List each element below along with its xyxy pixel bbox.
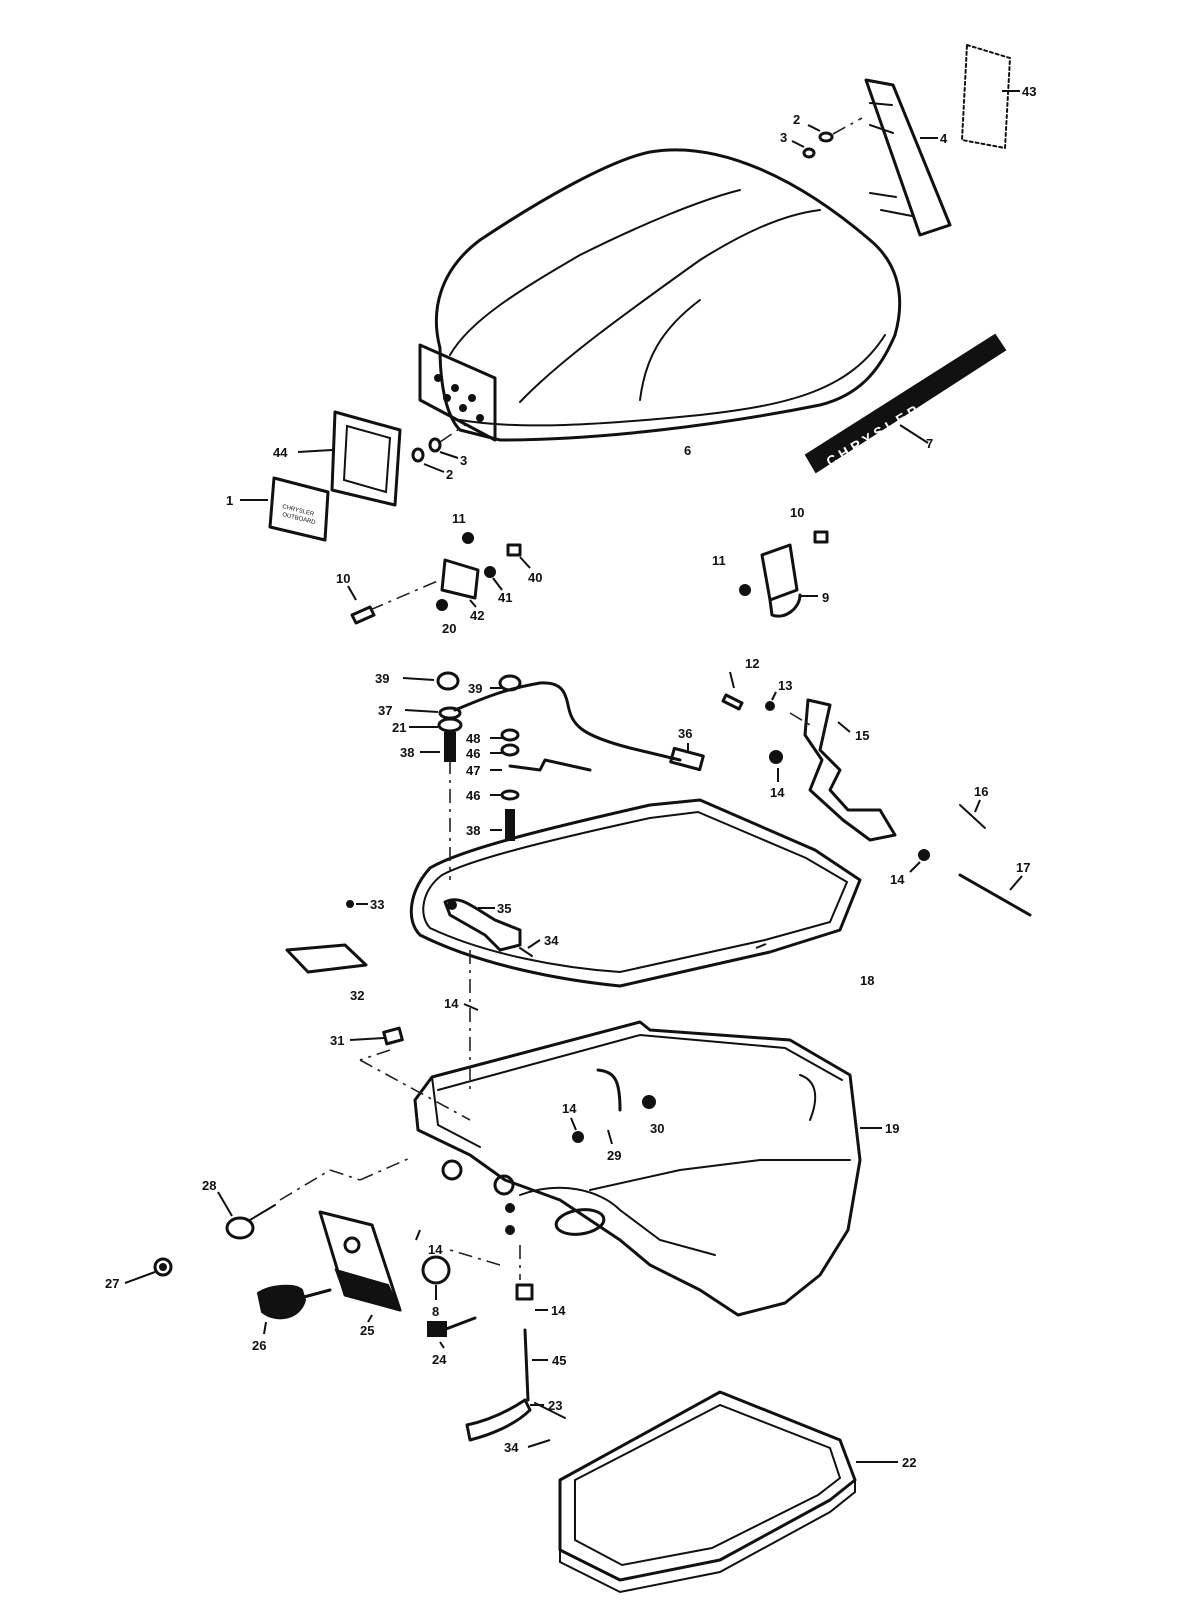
callout-3-top: 3 bbox=[780, 130, 787, 145]
washers-2-3-top bbox=[802, 117, 863, 159]
callout-46-upper: 46 bbox=[466, 746, 480, 761]
part-7-chrysler-decal: CHRYSLER bbox=[804, 333, 1007, 474]
callout-14-rod: 14 bbox=[551, 1303, 566, 1318]
part-43-plate bbox=[960, 43, 1012, 150]
callout-39-left: 39 bbox=[375, 671, 389, 686]
callout-16: 16 bbox=[974, 784, 988, 799]
callout-2-top: 2 bbox=[793, 112, 800, 127]
callout-27: 27 bbox=[105, 1276, 119, 1291]
part-26-knob bbox=[256, 1284, 332, 1320]
callout-25: 25 bbox=[360, 1323, 374, 1338]
callout-21: 21 bbox=[392, 720, 406, 735]
part-4-mounting-plate bbox=[864, 78, 952, 237]
callout-4: 4 bbox=[940, 131, 948, 146]
part-27-washer bbox=[153, 1257, 173, 1277]
callout-1: 1 bbox=[226, 493, 233, 508]
callout-42: 42 bbox=[470, 608, 484, 623]
callout-layer: 43 2 3 4 6 7 44 3 2 1 11 40 41 10 42 20 … bbox=[105, 84, 1036, 1470]
callout-34-lower: 34 bbox=[504, 1440, 519, 1455]
part-24-switch bbox=[427, 1316, 477, 1337]
callout-39-right: 39 bbox=[468, 681, 482, 696]
callout-36: 36 bbox=[678, 726, 692, 741]
callout-14-gasket: 14 bbox=[444, 996, 459, 1011]
callout-23: 23 bbox=[548, 1398, 562, 1413]
washers-2-3-front bbox=[411, 424, 466, 463]
part-25-plate bbox=[318, 1210, 402, 1312]
callout-47: 47 bbox=[466, 763, 480, 778]
callout-33: 33 bbox=[370, 897, 384, 912]
callout-48: 48 bbox=[466, 731, 480, 746]
callout-29: 29 bbox=[607, 1148, 621, 1163]
callout-15: 15 bbox=[855, 728, 869, 743]
callout-38-upper: 38 bbox=[400, 745, 414, 760]
callout-32: 32 bbox=[350, 988, 364, 1003]
callout-8: 8 bbox=[432, 1304, 439, 1319]
callout-12: 12 bbox=[745, 656, 759, 671]
callout-11-left: 11 bbox=[452, 511, 466, 526]
callout-31: 31 bbox=[330, 1033, 344, 1048]
callout-14-knob: 14 bbox=[428, 1242, 443, 1257]
callout-46-lower: 46 bbox=[466, 788, 480, 803]
callout-35: 35 bbox=[497, 901, 511, 916]
callout-28: 28 bbox=[202, 1178, 216, 1193]
part-32-small-plate bbox=[285, 900, 368, 974]
callout-10-left: 10 bbox=[336, 571, 350, 586]
callout-19: 19 bbox=[885, 1121, 899, 1136]
callout-14-bracket: 14 bbox=[890, 872, 905, 887]
callout-24: 24 bbox=[432, 1352, 447, 1367]
part-28-knob bbox=[225, 1157, 411, 1240]
callout-2-front: 2 bbox=[446, 467, 453, 482]
callout-41: 41 bbox=[498, 590, 512, 605]
part-35-lever bbox=[443, 898, 533, 957]
part-8-plug bbox=[421, 1255, 451, 1285]
callout-40: 40 bbox=[528, 570, 542, 585]
callout-18: 18 bbox=[860, 973, 874, 988]
callout-17: 17 bbox=[1016, 860, 1030, 875]
throttle-linkage bbox=[436, 671, 705, 841]
part-1-label-plate: CHRYSLER OUTBOARD bbox=[268, 476, 330, 542]
part-44-frame bbox=[330, 410, 402, 507]
left-latch-assembly bbox=[350, 532, 522, 625]
callout-22: 22 bbox=[902, 1455, 916, 1470]
throttle-lever-assembly bbox=[721, 693, 1032, 917]
callout-34-upper: 34 bbox=[544, 933, 559, 948]
alignment-lines bbox=[449, 760, 521, 1280]
callout-43: 43 bbox=[1022, 84, 1036, 99]
callout-14-pan: 14 bbox=[562, 1101, 577, 1116]
callout-44: 44 bbox=[273, 445, 288, 460]
callout-11-right: 11 bbox=[712, 553, 726, 568]
callout-37: 37 bbox=[378, 703, 392, 718]
callout-26: 26 bbox=[252, 1338, 266, 1353]
callout-20: 20 bbox=[442, 621, 456, 636]
callout-6: 6 bbox=[684, 443, 691, 458]
part-31-screw bbox=[359, 1026, 471, 1121]
callout-13: 13 bbox=[778, 678, 792, 693]
part-6-engine-hood bbox=[418, 148, 902, 442]
callout-45: 45 bbox=[552, 1353, 566, 1368]
callout-14-lever: 14 bbox=[770, 785, 785, 800]
callout-30: 30 bbox=[650, 1121, 664, 1136]
callout-9: 9 bbox=[822, 590, 829, 605]
callout-3-front: 3 bbox=[460, 453, 467, 468]
part-18-gasket bbox=[409, 798, 862, 988]
part-19-lower-pan bbox=[413, 1020, 862, 1317]
right-latch-assembly bbox=[739, 530, 829, 618]
callout-7: 7 bbox=[926, 436, 933, 451]
callout-38-lower: 38 bbox=[466, 823, 480, 838]
callout-10-right: 10 bbox=[790, 505, 804, 520]
part-22-bottom-gasket bbox=[558, 1390, 857, 1594]
